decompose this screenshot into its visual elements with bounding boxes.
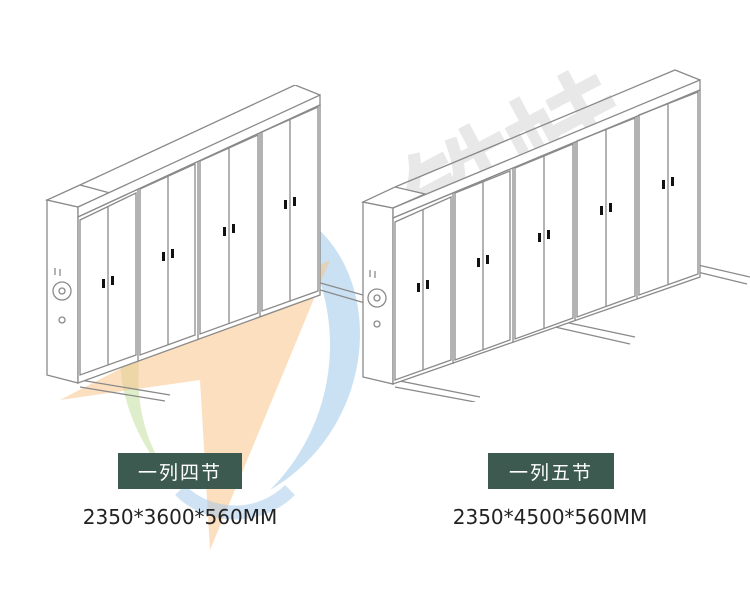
product-label-badge: 一列四节 bbox=[118, 453, 242, 489]
product-label-badge: 一列五节 bbox=[488, 453, 614, 489]
cabinet-four-section bbox=[44, 85, 370, 402]
product-dimensions: 2350*4500*560MM bbox=[452, 505, 648, 529]
cabinet-five-section bbox=[360, 69, 750, 402]
product-dimensions: 2350*3600*560MM bbox=[82, 505, 278, 529]
